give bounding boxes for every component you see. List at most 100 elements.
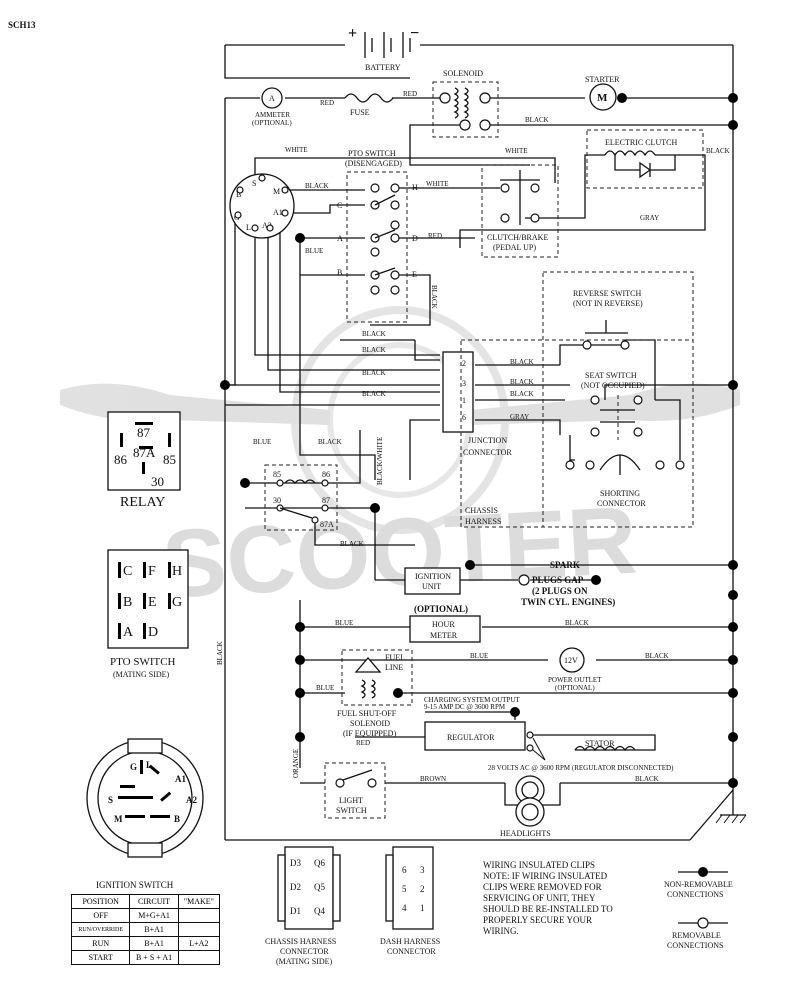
pto-pinout: C F H B E G A D PTO SWITCH (MATING SIDE) bbox=[107, 549, 189, 679]
fuel-shutoff-2: SOLENOID bbox=[350, 719, 390, 728]
wire-black-14: BLACK bbox=[645, 652, 669, 660]
junction-pin-3: 3 bbox=[462, 379, 466, 388]
wire-red-2: RED bbox=[403, 90, 417, 98]
hour-meter: (OPTIONAL) HOUR METER bbox=[409, 604, 481, 643]
headlights-label: HEADLIGHTS bbox=[500, 829, 551, 838]
cell-circuit: M+G+A1 bbox=[129, 908, 179, 923]
pto-switch-schematic: PTO SWITCH (DISENGAGED) C H A D B E bbox=[337, 149, 418, 323]
junction-pin-2: 2 bbox=[462, 359, 466, 368]
relay-pin-87a: 87A bbox=[133, 445, 156, 460]
junction-pin-6: 6 bbox=[462, 413, 466, 422]
wire-blue-5: BLUE bbox=[316, 684, 334, 692]
table-row: START B + S + A1 bbox=[70, 950, 221, 965]
chassis-label: CHASSIS bbox=[465, 506, 498, 515]
cell-make bbox=[177, 922, 221, 937]
dash-pin-5: 4 bbox=[402, 903, 407, 913]
ammeter-optional: (OPTIONAL) bbox=[252, 119, 292, 127]
wiring-note: WIRING INSULATED CLIPS NOTE: IF WIRING I… bbox=[483, 860, 613, 936]
table-row: RUN/OVERRIDE B+A1 bbox=[70, 922, 221, 937]
ignition-table-header: POSITION CIRCUIT "MAKE" bbox=[70, 894, 221, 909]
clutch-brake-switch: CLUTCH/BRAKE (PEDAL UP) bbox=[481, 164, 559, 258]
cell-position: RUN/OVERRIDE bbox=[70, 922, 131, 937]
pto-title: PTO SWITCH bbox=[348, 149, 396, 158]
wire-black-5: BLACK bbox=[362, 346, 386, 354]
wire-gray-1: GRAY bbox=[640, 214, 659, 222]
wire-red-3: RED bbox=[428, 232, 442, 240]
light-switch-1: LIGHT bbox=[339, 796, 363, 805]
th-make: "MAKE" bbox=[177, 894, 221, 909]
power-outlet-12v: 12V bbox=[564, 656, 578, 665]
ign-face-a1: A1 bbox=[175, 774, 186, 784]
wire-black-white: BLACK/WHITE bbox=[376, 437, 384, 485]
starter-m: M bbox=[597, 92, 608, 104]
pto-pin-h: H bbox=[172, 564, 182, 579]
ammeter-a: A bbox=[269, 94, 275, 103]
dash-pin-2: 3 bbox=[420, 865, 425, 875]
wire-orange: ORANGE bbox=[292, 749, 300, 778]
dash-conn-2: CONNECTOR bbox=[387, 947, 436, 956]
battery-minus: − bbox=[410, 25, 419, 42]
legend-removable-conn: CONNECTIONS bbox=[667, 941, 723, 950]
pto-pinout-mating: (MATING SIDE) bbox=[113, 670, 170, 679]
wire-black-12: BLACK bbox=[340, 540, 364, 548]
ignition-switch-face: G L A1 S A2 M B IGNITION SWITCH bbox=[86, 738, 204, 890]
fuse-label: FUSE bbox=[350, 108, 370, 117]
spark-2: PLUGS GAP bbox=[532, 575, 584, 585]
relay-pin-87: 87 bbox=[137, 425, 151, 440]
relay-pin-85: 85 bbox=[163, 452, 176, 467]
wire-black-vert-2: BLACK bbox=[216, 641, 224, 665]
note-2: NOTE: IF WIRING INSULATED bbox=[483, 871, 608, 881]
regulator-stator: CHARGING SYSTEM OUTPUT 9-15 AMP DC @ 360… bbox=[424, 696, 674, 772]
ignition-unit-1: IGNITION bbox=[415, 572, 451, 581]
ign-term-s: S bbox=[252, 179, 256, 188]
wire-white-3: WHITE bbox=[426, 180, 449, 188]
ign-face-g: G bbox=[130, 762, 137, 772]
clutch-brake-pedal: (PEDAL UP) bbox=[493, 243, 536, 252]
junction-label: JUNCTION bbox=[468, 436, 507, 445]
wire-black-2: BLACK bbox=[706, 147, 730, 155]
wire-black-6: BLACK bbox=[362, 369, 386, 377]
wire-brown: BROWN bbox=[420, 775, 446, 783]
pto-pin-c: C bbox=[123, 564, 132, 579]
wire-black-7: BLACK bbox=[362, 390, 386, 398]
seat-not-occupied: (NOT OCCUPIED) bbox=[581, 381, 645, 390]
power-outlet: 12V POWER OUTLET (OPTIONAL) bbox=[548, 647, 602, 692]
wire-black-8: BLACK bbox=[510, 358, 534, 366]
pto-term-b: B bbox=[337, 268, 342, 277]
hour-meter-optional: (OPTIONAL) bbox=[414, 604, 468, 614]
dash-harness-connector: 6 3 5 2 4 1 DASH HARNESS CONNECTOR bbox=[380, 846, 440, 956]
cell-position: OFF bbox=[70, 908, 131, 923]
pto-pin-g: G bbox=[172, 595, 182, 610]
note-1: WIRING INSULATED CLIPS bbox=[483, 860, 595, 870]
dash-pin-4: 2 bbox=[420, 884, 425, 894]
junction-pin-1: 1 bbox=[462, 396, 466, 405]
relay-85: 85 bbox=[273, 470, 281, 479]
spark-1: SPARK bbox=[550, 560, 580, 570]
relay-86: 86 bbox=[322, 470, 330, 479]
chassis-harness-connector: D3 Q6 D2 Q5 D1 Q4 CHASSIS HARNESS CONNEC… bbox=[265, 846, 341, 966]
wire-blue-4: BLUE bbox=[470, 652, 488, 660]
ign-face-a2: A2 bbox=[186, 795, 197, 805]
chassis-pin-3: D2 bbox=[290, 882, 301, 892]
solenoid-label: SOLENOID bbox=[443, 69, 483, 78]
pto-term-a: A bbox=[337, 234, 343, 243]
wire-black-1: BLACK bbox=[525, 116, 549, 124]
chassis-pin-2: Q6 bbox=[314, 858, 325, 868]
pto-pin-d: D bbox=[148, 625, 158, 640]
ign-face-m: M bbox=[114, 814, 123, 824]
regulator-label: REGULATOR bbox=[447, 733, 495, 742]
connection-legend: NON-REMOVABLE CONNECTIONS REMOVABLE CONN… bbox=[664, 867, 733, 950]
ign-term-l: L bbox=[246, 223, 251, 232]
watermark-text: SCOOTER bbox=[160, 487, 640, 619]
fuel-shutoff: FUEL LINE FUEL SHUT-OFF SOLENOID (IF EQU… bbox=[337, 649, 413, 738]
pto-term-e: E bbox=[412, 270, 417, 279]
note-5: SHOULD BE RE-INSTALLED TO bbox=[483, 904, 613, 914]
ammeter: A AMMETER (OPTIONAL) bbox=[252, 87, 292, 127]
chassis-pin-5: D1 bbox=[290, 906, 301, 916]
hour-label: HOUR bbox=[432, 620, 455, 629]
wire-white-2: WHITE bbox=[505, 147, 528, 155]
page-code: SCH13 bbox=[8, 20, 36, 30]
battery-plus: + bbox=[348, 25, 357, 42]
ignition-switch-schematic: S M B A1 G L A2 bbox=[229, 173, 295, 239]
